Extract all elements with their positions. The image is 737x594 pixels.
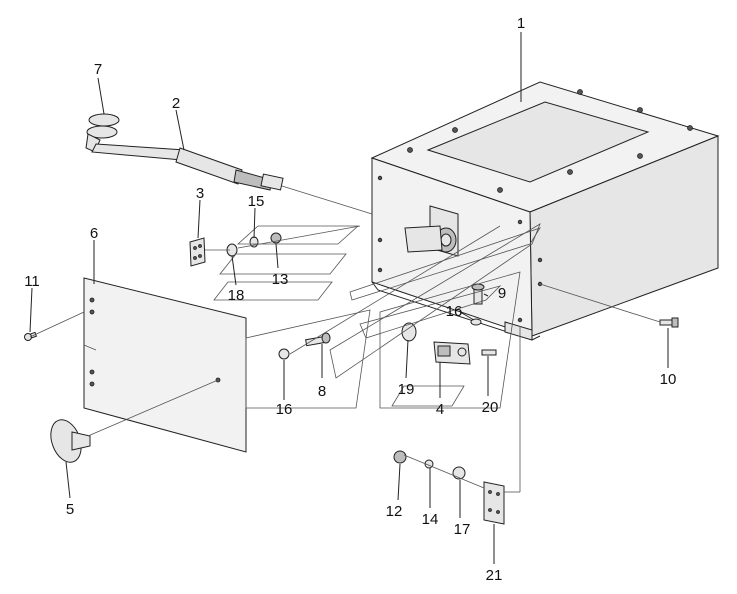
callout-2: 2 xyxy=(172,95,180,112)
callout-14: 14 xyxy=(422,511,439,528)
callout-labels: 1 2 3 4 5 6 7 8 9 10 11 12 13 14 15 16 1… xyxy=(24,15,676,584)
callout-8: 8 xyxy=(318,383,326,400)
callout-4: 4 xyxy=(436,401,444,418)
callout-5: 5 xyxy=(66,501,74,518)
explode-lines xyxy=(29,185,661,493)
leader-lines xyxy=(29,32,669,564)
callout-11: 11 xyxy=(24,273,40,290)
callout-16a: 16 xyxy=(276,401,293,418)
housing-box xyxy=(370,81,720,341)
callout-7: 7 xyxy=(94,61,102,78)
callout-19: 19 xyxy=(398,381,415,398)
crank-handle xyxy=(85,113,284,191)
callout-16b: 16 xyxy=(446,303,463,320)
hinge-plate xyxy=(189,237,206,267)
callout-12: 12 xyxy=(386,503,403,520)
callout-1: 1 xyxy=(517,15,525,32)
callout-17: 17 xyxy=(454,521,471,538)
latch-assembly xyxy=(401,283,497,365)
callout-21: 21 xyxy=(486,567,503,584)
screw-10 xyxy=(659,317,679,328)
hinge-21 xyxy=(483,481,505,525)
callout-9: 9 xyxy=(498,285,506,302)
callout-10: 10 xyxy=(660,371,677,388)
callout-6: 6 xyxy=(90,225,98,242)
knob xyxy=(50,419,91,463)
callout-15: 15 xyxy=(248,193,265,210)
callout-18: 18 xyxy=(228,287,245,304)
callout-13: 13 xyxy=(272,271,289,288)
cover-plate xyxy=(83,277,247,453)
callout-20: 20 xyxy=(482,399,499,416)
callout-3: 3 xyxy=(196,185,204,202)
